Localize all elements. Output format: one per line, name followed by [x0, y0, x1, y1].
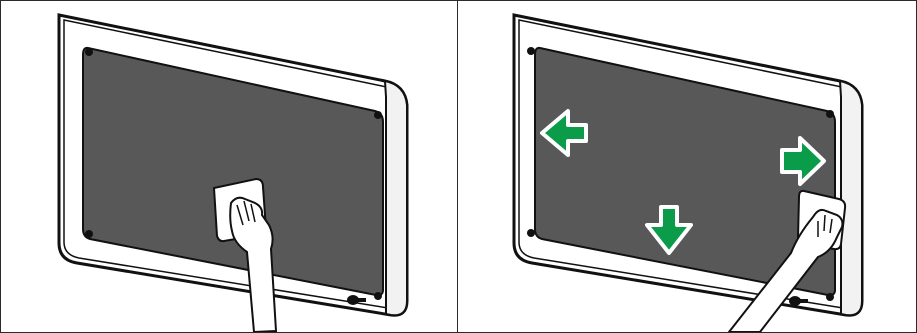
- left-monitor-illustration: [1, 1, 457, 332]
- screw-bottom-left: [85, 230, 93, 238]
- screw-top-right: [826, 110, 834, 118]
- right-monitor-illustration: [458, 1, 916, 332]
- screw-bottom-left: [527, 229, 535, 237]
- left-panel: [1, 1, 458, 332]
- right-panel: [458, 1, 916, 332]
- screw-bottom-right: [374, 292, 382, 300]
- screw-bottom-right: [826, 293, 834, 301]
- screw-top-left: [527, 47, 535, 55]
- screw-top-right: [374, 111, 382, 119]
- screw-top-left: [85, 48, 93, 56]
